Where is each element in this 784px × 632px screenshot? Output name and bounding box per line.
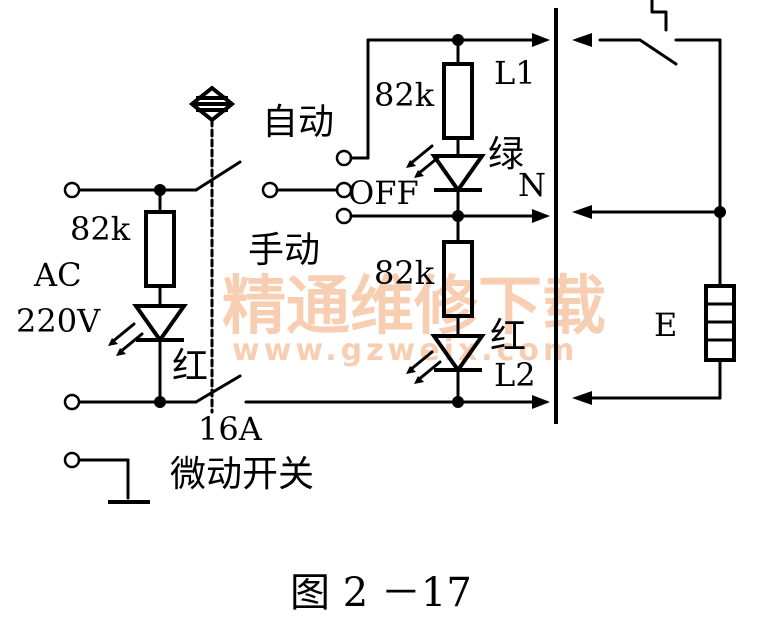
label-off: OFF — [348, 174, 419, 212]
heating-element — [704, 284, 736, 362]
label-current: 16A — [198, 410, 263, 448]
manual-switch-actuator — [188, 85, 236, 414]
led-green — [406, 144, 486, 194]
label-green: 绿 — [488, 134, 524, 175]
figure-caption: 图 2 －17 — [290, 570, 472, 616]
label-red-left: 红 — [172, 346, 208, 387]
label-l1: L1 — [494, 54, 536, 92]
label-r-top: 82k — [374, 76, 435, 114]
label-auto: 自动 — [262, 102, 334, 143]
watermark-url: www.gzweix.com — [232, 333, 578, 368]
label-r-middle: 82k — [374, 254, 435, 292]
label-n: N — [518, 166, 546, 204]
terminal-ac-top — [63, 181, 81, 199]
label-manual: 手动 — [248, 230, 320, 271]
arrow-l2-out — [572, 391, 592, 405]
arrow-l2-in — [532, 395, 550, 409]
junction-l1 — [452, 34, 464, 46]
label-e: E — [654, 306, 677, 344]
resistor-top — [442, 62, 474, 140]
junction-l2 — [452, 396, 464, 408]
led-red-right — [406, 334, 486, 384]
junction-left-top — [154, 184, 166, 196]
micro-switch — [63, 451, 150, 504]
resistor-left — [144, 210, 176, 288]
label-r-left: 82k — [70, 210, 131, 248]
watermark-text: 精通维修下载 — [222, 270, 606, 344]
arrow-n-in — [532, 209, 550, 223]
arrow-l1-in — [532, 33, 550, 47]
junction-n — [452, 210, 464, 222]
led-red-left — [108, 304, 188, 356]
label-l2: L2 — [494, 356, 536, 394]
terminal-ac-bottom — [63, 393, 81, 411]
label-micro-switch: 微动开关 — [170, 454, 314, 495]
label-voltage: 220V — [16, 302, 101, 340]
arrow-l1-out — [572, 33, 592, 47]
contact-off-left — [261, 181, 279, 199]
junction-right — [714, 206, 726, 218]
contact-auto — [335, 149, 353, 167]
right-circuit — [582, 0, 722, 400]
left-circuit — [76, 160, 242, 404]
junction-left-bottom — [154, 396, 166, 408]
label-red-right: 红 — [490, 316, 526, 357]
arrow-n-out — [572, 205, 592, 219]
label-ac: AC — [33, 256, 82, 294]
